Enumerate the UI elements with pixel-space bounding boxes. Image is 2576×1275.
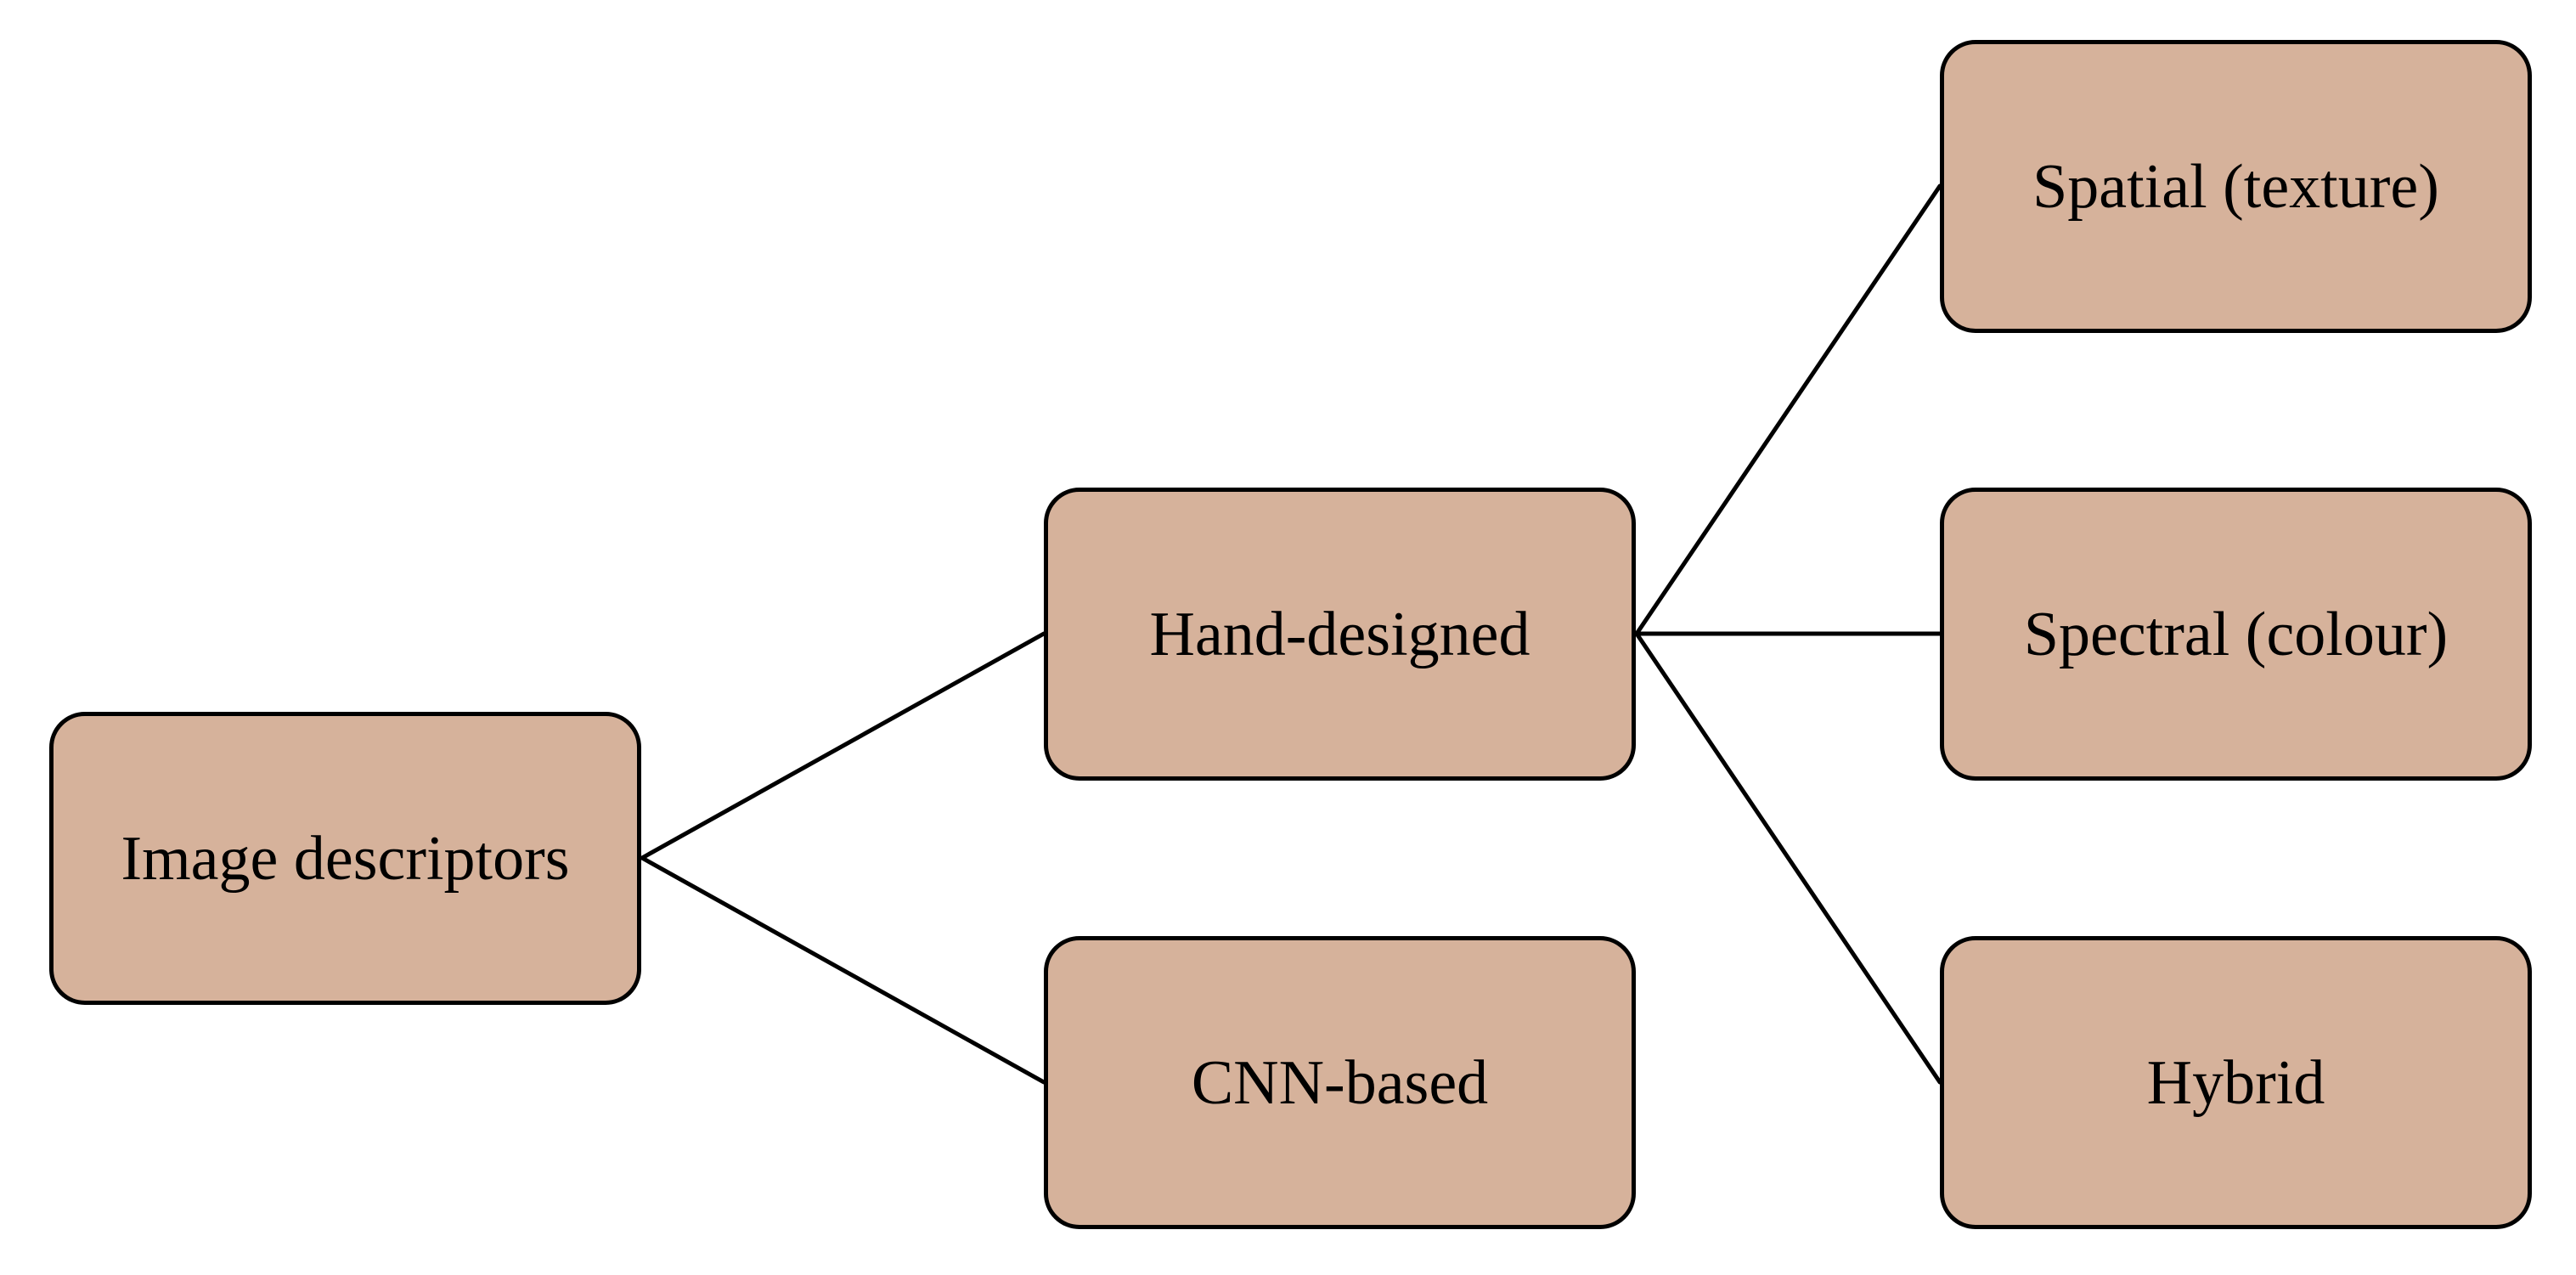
edge-root-to-hand-designed <box>640 631 1046 860</box>
node-hybrid: Hybrid <box>1940 936 2532 1229</box>
edge-hand-designed-to-spatial <box>1634 183 1942 636</box>
node-label: Hybrid <box>2146 1047 2325 1118</box>
node-image-descriptors: Image descriptors <box>49 712 641 1005</box>
node-label: CNN-based <box>1191 1047 1489 1118</box>
node-label: Spectral (colour) <box>2023 599 2449 669</box>
node-label: Image descriptors <box>121 823 570 894</box>
node-cnn-based: CNN-based <box>1044 936 1636 1229</box>
edge-hand-designed-to-hybrid <box>1634 631 1942 1085</box>
edge-root-to-cnn-based <box>640 855 1046 1085</box>
node-label: Spatial (texture) <box>2032 151 2439 222</box>
node-spatial-texture: Spatial (texture) <box>1940 40 2532 333</box>
node-label: Hand-designed <box>1149 599 1530 669</box>
node-spectral-colour: Spectral (colour) <box>1940 488 2532 781</box>
node-hand-designed: Hand-designed <box>1044 488 1636 781</box>
